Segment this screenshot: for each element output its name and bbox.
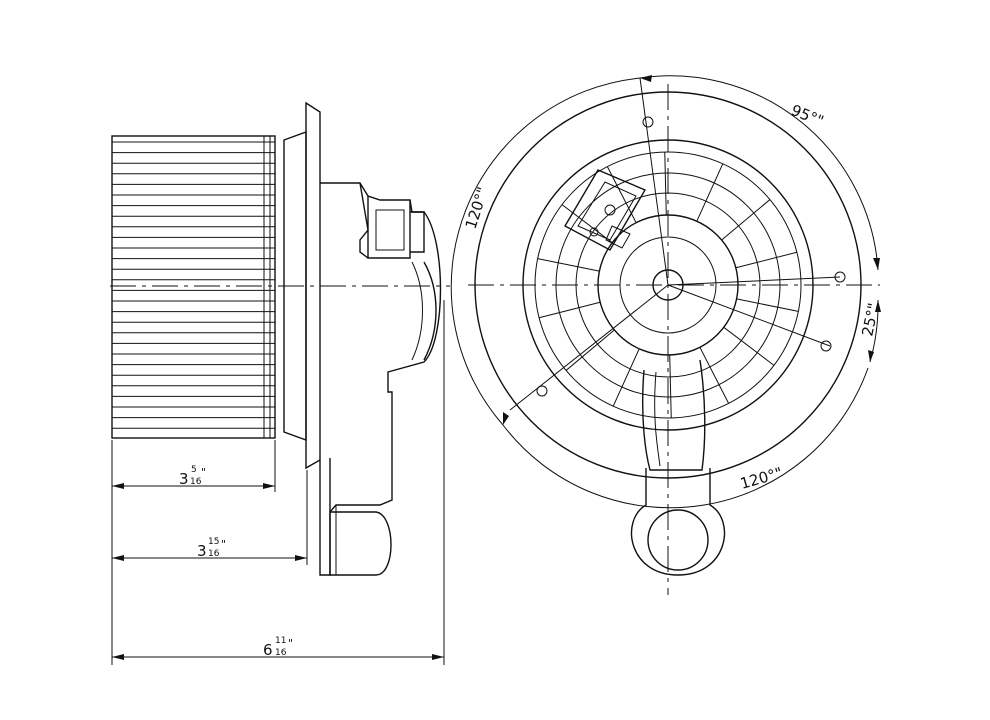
- side-view: 3 5 16 " 3 15 16 " 6 11 16 ": [110, 101, 450, 665]
- dimension-lines: [111, 300, 445, 665]
- front-view: 95°" 120°" 25°" 120°": [450, 75, 883, 595]
- dimension-6-11-16: 6 11 16 ": [263, 636, 293, 659]
- dimension-whole: 3: [197, 542, 207, 560]
- dimension-unit: ": [201, 466, 206, 479]
- angle-label-95: 95°": [789, 101, 827, 130]
- dimension-denominator: 16: [275, 648, 287, 658]
- blower-wheel: [111, 135, 276, 439]
- wheel-spoke: [736, 298, 799, 312]
- dimension-whole: 6: [263, 641, 273, 659]
- wheel-spoke: [696, 163, 724, 222]
- dimension-unit: ": [288, 637, 293, 650]
- wheel-spoke: [723, 326, 775, 366]
- wheel-spoke: [699, 347, 730, 404]
- mounting-hole-left: [536, 385, 548, 397]
- wheel-spoke: [721, 199, 771, 241]
- motor-housing: [320, 182, 442, 576]
- dimension-3-5-16: 3 5 16 ": [179, 465, 206, 488]
- wheel-spokes: [537, 152, 799, 418]
- wheel-spoke: [537, 258, 600, 272]
- wheel-spoke: [735, 251, 798, 269]
- electrical-connector: [564, 169, 647, 251]
- wheel-spoke: [664, 152, 667, 216]
- dimension-numerator: 5: [191, 465, 197, 475]
- dimension-unit: ": [221, 538, 226, 551]
- wheel-spoke: [538, 301, 601, 319]
- wheel-spoke: [565, 329, 615, 371]
- dimension-3-15-16: 3 15 16 ": [197, 537, 226, 560]
- angle-label-120-bottom: 120°": [738, 464, 784, 493]
- dimension-whole: 3: [179, 470, 189, 488]
- center-lines: [468, 77, 880, 595]
- mounting-hole-lower-right: [820, 340, 832, 352]
- wheel-spoke: [669, 354, 672, 418]
- dimension-numerator: 11: [275, 636, 286, 646]
- angle-dimension-arcs: [450, 75, 881, 509]
- mount-arm: [630, 359, 726, 576]
- dimension-numerator: 15: [208, 537, 219, 547]
- wheel-spoke: [561, 204, 613, 244]
- dimension-denominator: 16: [190, 477, 202, 487]
- angle-label-25: 25°": [858, 301, 883, 338]
- mounting-hole-top: [642, 116, 654, 128]
- dimension-denominator: 16: [208, 549, 220, 559]
- wheel-spoke: [612, 348, 640, 407]
